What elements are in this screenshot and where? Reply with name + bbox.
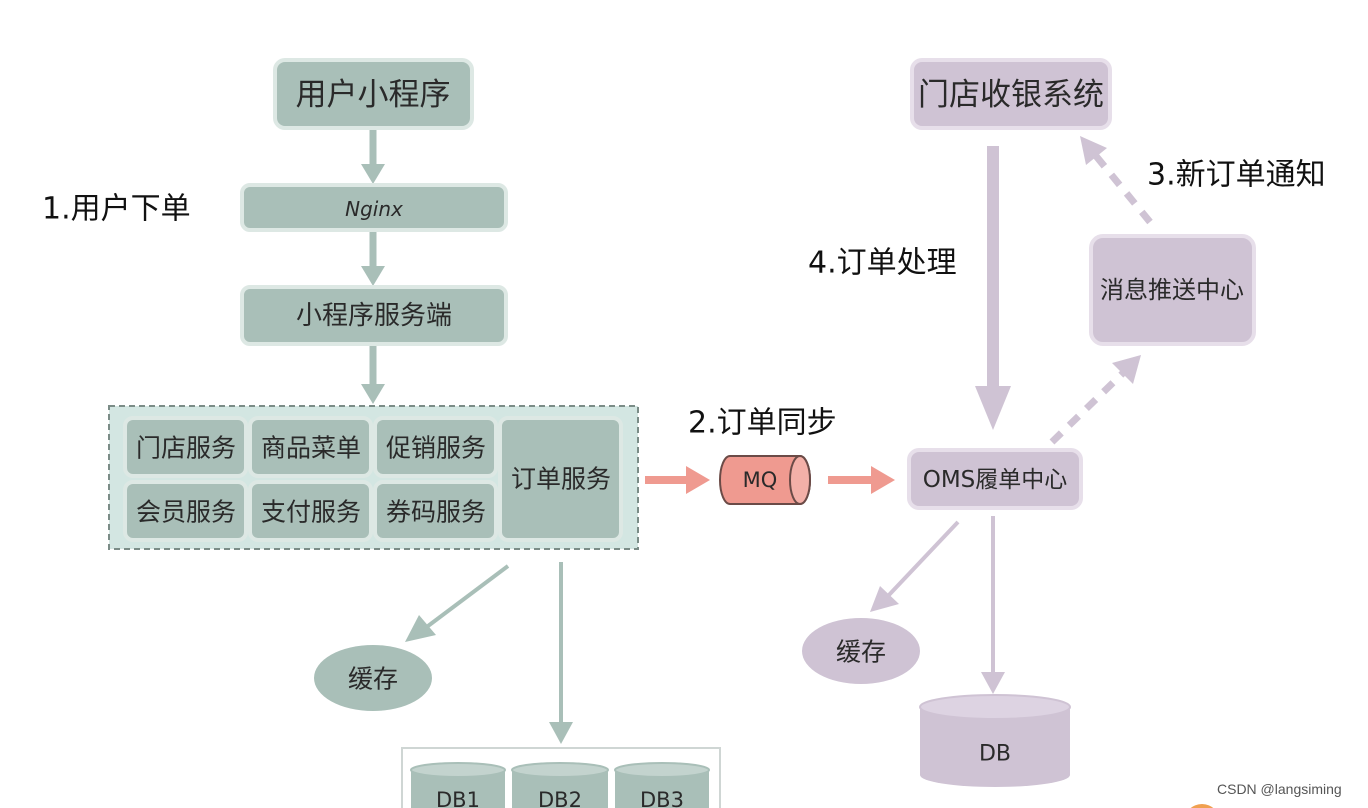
push-center-label: 消息推送中心 <box>1100 276 1244 304</box>
db3-node: DB3 <box>614 762 710 808</box>
goods-menu-service: 商品菜单 <box>261 434 361 463</box>
right-db-node: DB <box>919 694 1071 787</box>
payment-service: 支付服务 <box>261 498 361 527</box>
right-cache-node: 缓存 <box>802 618 920 684</box>
db2-label: DB2 <box>538 788 582 808</box>
db2-node: DB2 <box>511 762 609 808</box>
arrow-nginx-to-server <box>361 232 385 286</box>
db-cluster: DB1 DB2 DB3 <box>401 747 721 808</box>
services-group: 门店服务 商品菜单 促销服务 会员服务 支付服务 券码服务 订单服务 <box>108 405 639 550</box>
oms-node: OMS履单中心 <box>907 448 1083 510</box>
arrow-services-to-cache <box>405 564 510 642</box>
arrow-server-to-services <box>361 346 385 404</box>
mini-program-label: 用户小程序 <box>296 77 451 113</box>
arrow-oms-to-push <box>1049 355 1141 445</box>
coupon-service: 券码服务 <box>386 498 486 527</box>
member-service: 会员服务 <box>136 498 236 527</box>
mini-program-node: 用户小程序 <box>273 58 474 130</box>
mq-node: MQ <box>719 455 811 505</box>
promotion-service: 促销服务 <box>386 434 486 463</box>
arrow-oms-to-db <box>981 516 1005 694</box>
watermark: CSDN @langsiming <box>1217 781 1342 797</box>
arrow-pos-to-oms <box>975 146 1011 430</box>
step3-label: 3.新订单通知 <box>1147 158 1326 193</box>
oms-label: OMS履单中心 <box>923 467 1068 493</box>
pos-system-node: 门店收银系统 <box>910 58 1112 130</box>
store-service: 门店服务 <box>136 434 236 463</box>
left-cache-node: 缓存 <box>314 645 432 711</box>
arrow-push-to-pos <box>1080 136 1153 225</box>
step1-label: 1.用户下单 <box>42 192 191 227</box>
nginx-label: Nginx <box>345 197 403 221</box>
left-cache-label: 缓存 <box>348 665 398 694</box>
step4-label: 4.订单处理 <box>808 246 957 281</box>
arrow-mq-to-oms <box>828 466 895 494</box>
arrow-oms-to-cache <box>870 520 960 612</box>
arrow-mini-to-nginx <box>361 130 385 184</box>
right-cache-label: 缓存 <box>836 638 886 667</box>
order-service: 订单服务 <box>511 465 611 494</box>
nginx-node: Nginx <box>240 183 508 232</box>
right-db-label: DB <box>979 742 1011 767</box>
mp-server-label: 小程序服务端 <box>296 301 452 331</box>
arrow-order-to-mq <box>645 466 710 494</box>
push-center-node: 消息推送中心 <box>1089 234 1256 346</box>
mp-server-node: 小程序服务端 <box>240 285 508 346</box>
step2-label: 2.订单同步 <box>688 406 837 441</box>
db3-label: DB3 <box>640 788 684 808</box>
db1-node: DB1 <box>410 762 506 808</box>
mq-label: MQ <box>743 468 778 492</box>
db1-label: DB1 <box>436 788 480 808</box>
corner-badge-icon <box>1190 804 1214 808</box>
pos-system-label: 门店收银系统 <box>918 77 1104 113</box>
arrow-services-to-db <box>549 562 573 744</box>
